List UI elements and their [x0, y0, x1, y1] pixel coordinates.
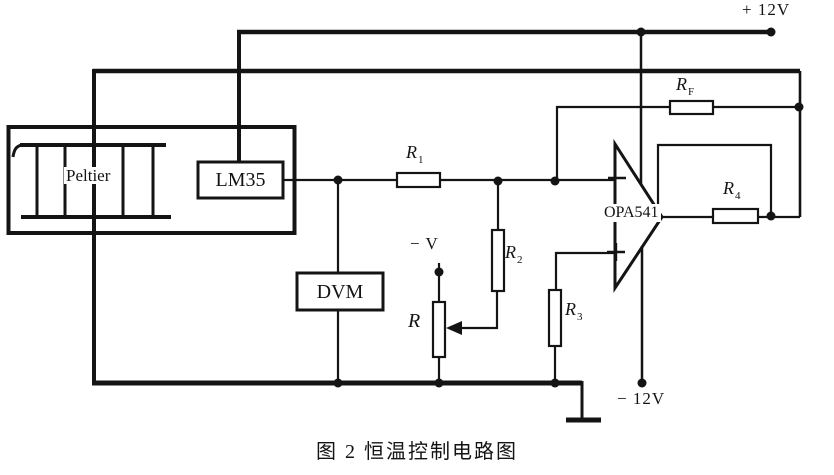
potentiometer-wiper-arrow	[446, 321, 462, 335]
neg-supply-terminal-dot	[637, 378, 647, 388]
feedback-wire	[555, 105, 800, 181]
plus-input-tick	[607, 243, 625, 261]
dvm-label: DVM	[316, 280, 364, 303]
peltier-label: Peltier	[64, 166, 113, 185]
resistor-r1-label: R1	[406, 142, 424, 166]
dvm-box	[295, 271, 385, 312]
positive-supply-label: + 12V	[742, 0, 791, 19]
pos-supply-terminal-dot	[766, 27, 776, 37]
setpoint-branch-wires	[437, 181, 500, 383]
resistor-r3-label: R3	[565, 299, 583, 323]
output-wires	[656, 143, 800, 219]
lm35-label: LM35	[215, 169, 266, 191]
resistor-r1-body	[395, 171, 442, 189]
resistor-rf-body	[668, 99, 715, 116]
resistor-r2-label: R2	[505, 242, 523, 266]
junction-dots	[333, 27, 804, 388]
resistor-r4-label: R4	[723, 178, 741, 202]
negative-supply-label: − 12V	[617, 389, 666, 408]
potentiometer-r-label: R	[408, 310, 421, 332]
lm35-box	[196, 160, 285, 200]
neg-ref-terminal-dot	[434, 267, 444, 277]
resistor-r4-body	[711, 207, 760, 225]
ground-symbol	[566, 381, 601, 423]
positive-rail-wire	[237, 29, 771, 162]
output-rail-wire	[92, 68, 802, 383]
resistor-bodies	[395, 99, 760, 359]
potentiometer-r-body	[431, 300, 447, 359]
noninverting-input-wires	[553, 251, 615, 383]
resistor-rf-label: RF	[676, 74, 695, 98]
resistor-r2-body	[490, 228, 506, 293]
opamp-label: OPA541	[602, 204, 661, 222]
negative-reference-label: − V	[410, 234, 439, 253]
resistor-r3-body	[547, 288, 563, 348]
figure-caption: 图 2 恒温控制电路图	[316, 441, 518, 463]
